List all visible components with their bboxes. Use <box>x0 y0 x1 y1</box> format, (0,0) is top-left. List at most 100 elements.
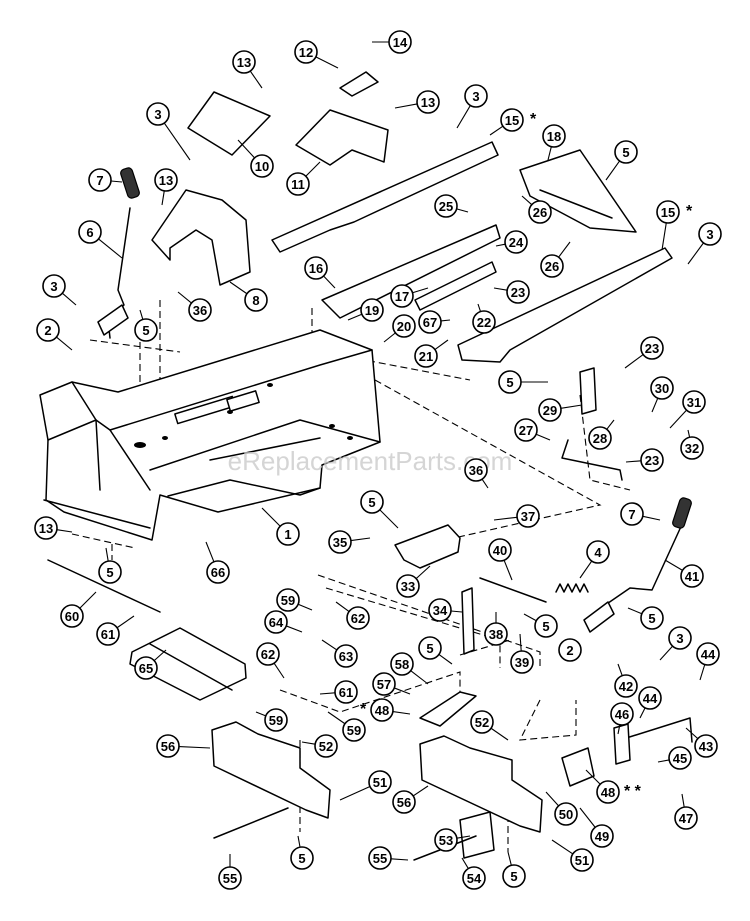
callout-circle <box>188 298 212 322</box>
callout-label: 13 <box>39 521 53 536</box>
callout-13: 13 <box>34 516 73 540</box>
leader-line <box>625 460 642 463</box>
callout-circle <box>504 230 528 254</box>
callout-5: 5 <box>502 851 526 888</box>
callout-label: 55 <box>373 851 387 866</box>
callout-12: 12 <box>294 40 339 69</box>
callout-circle <box>78 220 102 244</box>
leader-line <box>237 139 255 159</box>
callout-59: 59 <box>327 711 366 742</box>
leader-line <box>503 560 513 581</box>
callout-55: 55 <box>218 854 242 890</box>
leader-line <box>321 639 338 651</box>
callout-34: 34 <box>428 598 463 622</box>
callout-3: 3 <box>456 84 488 129</box>
leader-line <box>177 291 192 304</box>
callout-53: 53 <box>434 828 471 852</box>
leader-line <box>98 238 123 259</box>
callout-20: 20 <box>383 314 416 343</box>
callout-62: 62 <box>256 642 285 679</box>
callout-5: 5 <box>605 140 638 181</box>
callout-61: 61 <box>319 680 358 704</box>
callout-circle <box>434 828 458 852</box>
leader-line <box>319 692 336 695</box>
callout-15: 15 <box>489 108 524 136</box>
callout-23: 23 <box>625 448 664 472</box>
leader-line <box>687 242 704 265</box>
callout-circle <box>590 824 614 848</box>
callout-7: 7 <box>620 502 661 526</box>
callout-16: 16 <box>304 256 336 289</box>
callout-circle <box>396 574 420 598</box>
callout-label: 63 <box>339 649 353 664</box>
callout-label: 12 <box>299 45 313 60</box>
callout-label: 64 <box>269 615 284 630</box>
callout-51: 51 <box>339 770 392 801</box>
leader-line <box>456 105 471 129</box>
callout-circle <box>470 710 494 734</box>
callout-circle <box>694 734 718 758</box>
leader-line <box>456 208 469 213</box>
callout-circle <box>696 642 720 666</box>
callout-circle <box>484 622 508 646</box>
leader-line <box>327 711 346 725</box>
leader-line <box>699 664 706 681</box>
callout-circle <box>218 866 242 890</box>
callout-3: 3 <box>146 102 191 161</box>
callout-circle <box>650 376 674 400</box>
callout-label: 3 <box>706 227 713 242</box>
callout-circle <box>134 656 158 680</box>
leader-line <box>116 615 135 629</box>
leader-line <box>558 241 571 258</box>
callout-circle <box>596 780 620 804</box>
callout-label: 19 <box>365 303 379 318</box>
callout-circle <box>514 418 538 442</box>
leader-line <box>617 724 621 735</box>
callout-circle <box>250 154 274 178</box>
callout-label: 10 <box>255 159 269 174</box>
callout-circle <box>538 398 562 422</box>
callout-label: 24 <box>509 235 524 250</box>
callout-36: 36 <box>177 291 212 322</box>
leader-line <box>681 793 685 808</box>
callout-circle <box>304 256 328 280</box>
callout-label: 33 <box>401 579 415 594</box>
callout-circle <box>542 124 566 148</box>
asterisk-mark: * <box>530 111 537 128</box>
leader-line <box>229 281 248 295</box>
callout-48: 48 <box>370 698 411 722</box>
leader-line <box>61 292 77 306</box>
leader-line <box>664 559 683 571</box>
leader-line <box>350 537 371 542</box>
leader-line <box>490 727 509 741</box>
callout-label: 55 <box>223 871 237 886</box>
callout-label: 5 <box>622 145 629 160</box>
callout-circle <box>276 588 300 612</box>
callout-label: 43 <box>699 739 713 754</box>
callout-31: 31 <box>669 390 706 429</box>
assembly-lines <box>71 300 631 852</box>
callout-26: 26 <box>540 241 571 278</box>
leader-line <box>605 160 621 181</box>
leader-line <box>685 727 699 740</box>
callout-label: 62 <box>261 647 275 662</box>
asterisk-marks: * * * * * <box>360 111 693 800</box>
leader-line <box>153 649 167 662</box>
callout-circle <box>290 846 314 870</box>
leader-line <box>579 560 593 579</box>
leader-line <box>519 633 522 652</box>
callout-label: 44 <box>643 691 658 706</box>
leader-line <box>617 663 623 676</box>
callout-label: 20 <box>397 319 411 334</box>
leader-line <box>335 601 350 612</box>
callout-circle <box>558 638 582 662</box>
callout-23: 23 <box>624 336 664 369</box>
leader-line <box>390 858 409 861</box>
leader-line <box>438 654 453 665</box>
callout-label: 53 <box>439 833 453 848</box>
leader-line <box>339 786 371 801</box>
callout-circle <box>464 84 488 108</box>
callout-33: 33 <box>396 565 431 598</box>
callout-13: 13 <box>154 168 178 206</box>
leader-line <box>323 275 336 289</box>
